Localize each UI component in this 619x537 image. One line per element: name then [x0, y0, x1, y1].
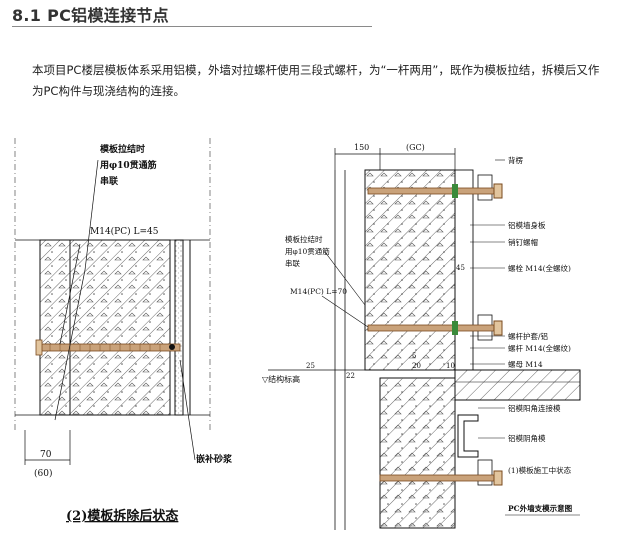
right-dim-gc: (GC) [406, 143, 425, 152]
section-title: 8.1 PC铝模连接节点 [12, 6, 169, 25]
right-caption: PC外墙支模示意图 [508, 503, 573, 513]
right-label-bolt-m14: 螺母 M14 [508, 359, 543, 369]
right-label-nut-2: 螺杆 M14(全螺纹) [508, 343, 571, 353]
right-label-tie-3: 串联 [285, 259, 300, 268]
right-dim-150: 150 [354, 143, 369, 152]
section-heading: 8.1 PC铝模连接节点 [12, 2, 372, 27]
left-dim-60: (60) [34, 468, 52, 479]
left-label-grout: 嵌补砂浆 [196, 453, 233, 465]
left-dim-70: 70 [40, 450, 52, 460]
right-label-tie-2: 用φ10贯通筋 [285, 246, 330, 256]
left-label-bolt: M14(PC) L=45 [90, 226, 159, 237]
right-label-bolt-pc: M14(PC) L=70 [290, 287, 347, 296]
right-dim-25: 25 [306, 362, 315, 370]
right-label-corner-2: 铝模阴角模 [508, 433, 546, 443]
right-label-pin: 销钉螺帽 [508, 237, 538, 247]
pc-formwork-drawing: 70 (60) 模板拉结时 用φ10贯通筋 串联 M14(PC) L=45 嵌补… [14, 138, 581, 530]
right-label-tie-1: 模板拉结时 [285, 234, 323, 244]
left-label-tie-3: 串联 [100, 175, 119, 187]
right-tie-bolt-lower [379, 474, 497, 482]
right-section-drawing: 150 (GC) ▽结构标高 25 2 [262, 143, 581, 530]
right-label-nut-1: 螺杆护套/铝 [508, 331, 548, 341]
left-label-tie-2: 用φ10贯通筋 [99, 159, 157, 171]
right-tie-bolt-upper [367, 187, 497, 195]
section-paragraph: 本项目PC楼层模板体系采用铝模，外墙对拉螺杆使用三段式螺杆，为“一杆两用”，既作… [32, 63, 600, 98]
right-dim-20: 20 [412, 362, 421, 370]
left-label-tie-1: 模板拉结时 [100, 143, 145, 155]
left-section-drawing: 70 (60) 模板拉结时 用φ10贯通筋 串联 M14(PC) L=45 嵌补… [14, 138, 233, 524]
right-dim-22: 22 [346, 372, 355, 380]
right-label-level: ▽结构标高 [262, 374, 300, 384]
right-label-state: (1)模板施工中状态 [508, 465, 572, 475]
right-label-screw: 螺栓 M14(全螺纹) [508, 263, 571, 273]
right-label-wall: 背楞 [508, 155, 523, 165]
right-dim-5: 5 [412, 352, 416, 360]
right-dim-10: 10 [446, 362, 455, 370]
right-label-corner: 铝模阳角连接模 [508, 403, 561, 413]
left-caption: (2)模板拆除后状态 [66, 508, 178, 524]
right-dim-45: 45 [456, 264, 465, 272]
right-label-panel: 铝模墙身板 [508, 220, 546, 230]
right-tie-bolt-middle [367, 324, 497, 332]
